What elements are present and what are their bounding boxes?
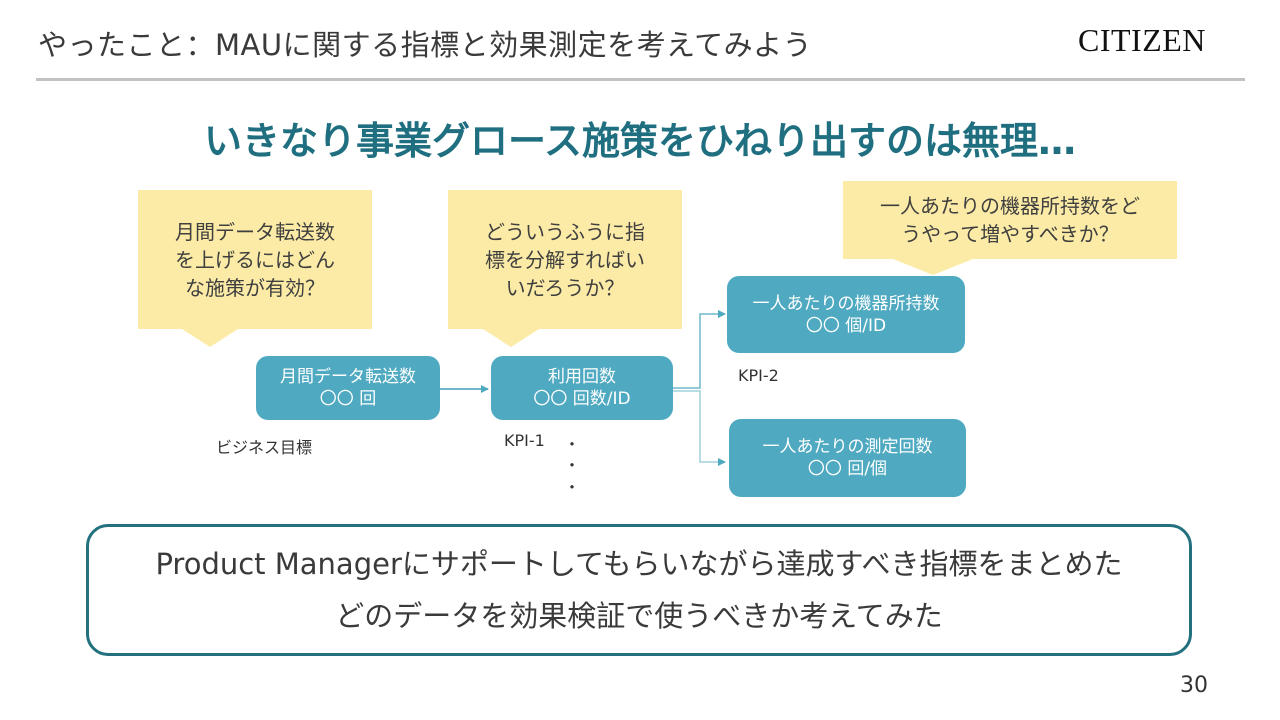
kpi-node-kpi3: 一人あたりの測定回数 〇〇 回/個 (729, 419, 966, 497)
callout-note-3: 一人あたりの機器所持数をど うやって増やすべきか？ (843, 181, 1177, 275)
summary-box: Product Managerにサポートしてもらいながら達成すべき指標をまとめた… (86, 524, 1192, 656)
kpi-node-business-goal: 月間データ転送数 〇〇 回 (256, 356, 440, 420)
note-line: 標を分解すればい (485, 247, 645, 272)
note-line: いだろうか？ (505, 275, 625, 300)
callout-note-1: 月間データ転送数 を上げるにはどん な施策が有効？ (138, 190, 372, 347)
note-line: うやって増やすべきか？ (901, 222, 1119, 246)
callout-tail (893, 259, 973, 275)
note-line: を上げるにはどん (175, 247, 335, 272)
callout-note-2: どういうふうに指 標を分解すればい いだろうか？ (448, 190, 682, 347)
node-value: 〇〇 回/個 (807, 459, 888, 479)
note-line: な施策が有効？ (185, 275, 325, 300)
note-line: どういうふうに指 (485, 219, 645, 244)
page-number: 30 (1180, 673, 1208, 698)
note-line: 一人あたりの機器所持数をど (880, 194, 1140, 218)
node-name: 一人あたりの測定回数 (762, 437, 933, 457)
node-name: 利用回数 (548, 367, 616, 387)
summary-line: Product Managerにサポートしてもらいながら達成すべき指標をまとめた (155, 547, 1123, 581)
callout-tail (182, 329, 238, 347)
citizen-logo: CITIZEN (1078, 22, 1206, 58)
summary-line: どのデータを効果検証で使うべきか考えてみた (335, 599, 943, 633)
node-value: 〇〇 回 (319, 389, 377, 409)
node-name: 月間データ転送数 (280, 367, 416, 387)
kpi-node-kpi2: 一人あたりの機器所持数 〇〇 個/ID (727, 276, 965, 353)
slide-title: やったこと：MAUに関する指標と効果測定を考えてみよう (38, 28, 813, 62)
node-name: 一人あたりの機器所持数 (752, 293, 940, 314)
note-line: 月間データ転送数 (175, 219, 335, 244)
node-value: 〇〇 回数/ID (533, 389, 631, 409)
header-divider (36, 78, 1245, 81)
caption-kpi2: KPI-2 (738, 366, 779, 385)
ellipsis-dot: ・ (564, 456, 581, 475)
headline: いきなり事業グロース施策をひねり出すのは無理… (203, 119, 1077, 163)
callout-tail (483, 329, 539, 347)
connector-kpi1-to-kpi3 (673, 390, 726, 466)
ellipsis-dot: ・ (564, 478, 581, 497)
connector-kpi1-to-kpi2 (673, 310, 726, 389)
kpi-node-kpi1: 利用回数 〇〇 回数/ID (491, 356, 673, 420)
node-value: 〇〇 個/ID (805, 315, 887, 336)
caption-business-goal: ビジネス目標 (216, 438, 313, 457)
ellipsis-dot: ・ (564, 435, 581, 454)
caption-kpi1: KPI-1 (504, 431, 545, 450)
